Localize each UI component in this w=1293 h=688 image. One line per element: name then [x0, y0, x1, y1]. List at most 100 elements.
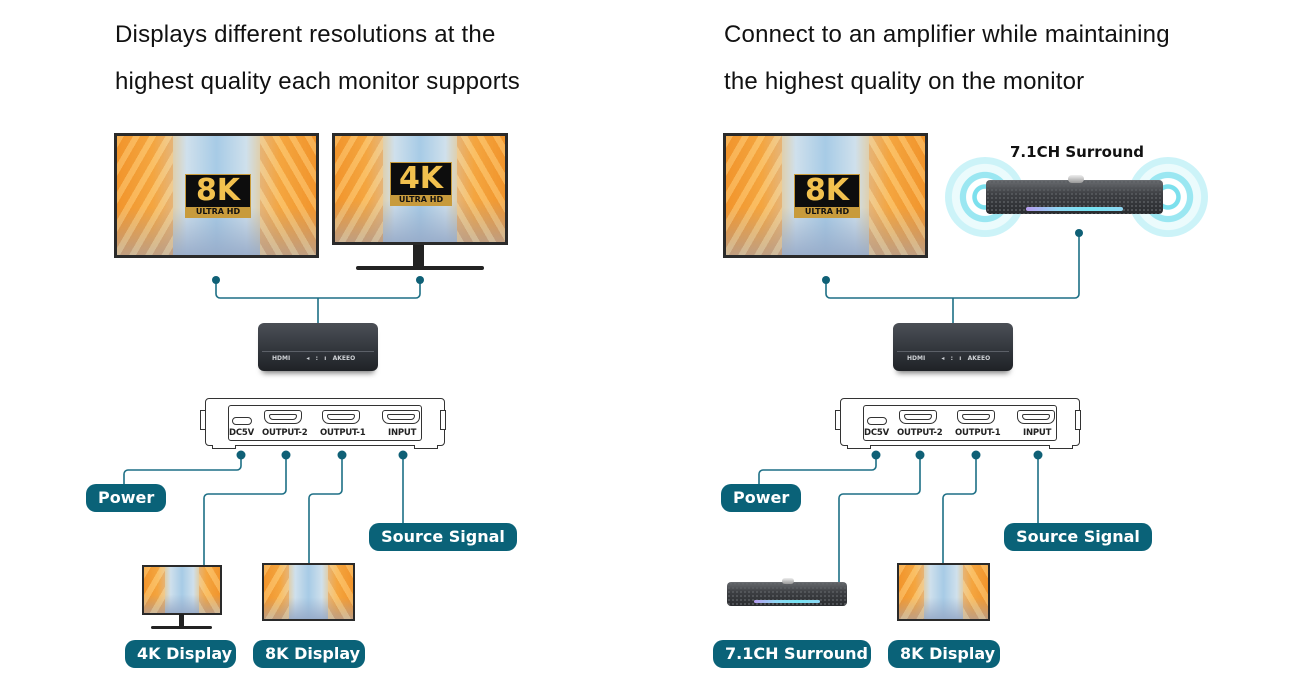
small-monitor-4k	[142, 565, 222, 615]
panel-ear-right	[440, 410, 446, 430]
connector-dot	[236, 450, 246, 460]
brand-logo: AKEEO	[967, 355, 991, 362]
panel-foot-left	[212, 445, 236, 449]
monitor-screen	[899, 565, 988, 619]
port-label-input: INPUT	[1023, 428, 1052, 438]
surround-title: 7.1CH Surround	[1010, 143, 1145, 161]
connector-dot	[915, 450, 925, 460]
hdmi-port-output-1	[957, 410, 995, 424]
port-panel-right	[840, 398, 1080, 446]
badge-power: Power	[86, 484, 166, 512]
badge-resolution: 8K	[804, 173, 850, 208]
panel-foot-right	[1049, 445, 1073, 449]
connector-dot	[822, 276, 830, 284]
right-headline-line1: Connect to an amplifier while maintainin…	[724, 21, 1170, 48]
monitor-8k: 8K ULTRA HD	[114, 133, 319, 258]
port-label-output-2: OUTPUT-2	[262, 428, 308, 438]
monitor-screen	[264, 565, 353, 619]
badge-8k-display: 8K Display	[253, 640, 365, 668]
small-soundbar	[727, 578, 847, 606]
hdmi-logo: HDMI	[272, 355, 291, 362]
connector-dot	[398, 450, 408, 460]
badge-8k-display: 8K Display	[888, 640, 1000, 668]
connector-dot	[1075, 229, 1083, 237]
wire-output-1	[308, 455, 343, 563]
wire-power	[758, 455, 877, 484]
hdmi-port-output-1	[322, 410, 360, 424]
monitor-stand-neck	[413, 245, 424, 267]
small-monitor-8k-right	[897, 563, 990, 621]
small-monitor-8k	[262, 563, 355, 621]
left-headline-line1: Displays different resolutions at the	[115, 21, 496, 48]
resolution-badge-8k: 8K ULTRA HD	[185, 174, 251, 218]
badge-resolution: 4K	[398, 161, 444, 196]
soundbar-led-strip	[1026, 207, 1123, 211]
wire-output-2	[838, 455, 921, 582]
port-label-dc5v: DC5V	[864, 428, 889, 438]
right-headline-line2: the highest quality on the monitor	[724, 68, 1085, 95]
connector-dot	[416, 276, 424, 284]
hdmi-port-output-2	[264, 410, 302, 424]
monitor-8k-right: 8K ULTRA HD	[723, 133, 928, 258]
panel-ear-left	[835, 410, 841, 430]
connector-dot	[337, 450, 347, 460]
connector-dot	[281, 450, 291, 460]
port-label-output-2: OUTPUT-2	[897, 428, 943, 438]
wire-output-1	[942, 455, 977, 563]
port-label-dc5v: DC5V	[229, 428, 254, 438]
panel-foot-right	[414, 445, 438, 449]
hdmi-splitter-device-right: HDMI ◂ : ı AKEEO	[893, 323, 1013, 371]
hdmi-port-input	[382, 410, 420, 424]
monitor-stand-base	[151, 626, 212, 629]
wire-power	[123, 455, 242, 484]
soundbar-led-strip	[754, 600, 820, 603]
wire-output-2	[203, 455, 287, 565]
connector-dot	[1033, 450, 1043, 460]
monitor-screen: 4K ULTRA HD	[335, 136, 505, 242]
port-label-output-1: OUTPUT-1	[955, 428, 1001, 438]
device-front-face: HDMI ◂ : ı AKEEO	[897, 351, 1009, 366]
badge-subtitle: ULTRA HD	[795, 207, 859, 217]
monitor-screen	[144, 567, 220, 613]
hdmi-splitter-device: HDMI ◂ : ı AKEEO	[258, 323, 378, 371]
panel-foot-left	[847, 445, 871, 449]
left-headline-line2: highest quality each monitor supports	[115, 68, 520, 95]
badge-subtitle: ULTRA HD	[391, 195, 451, 205]
monitor-4k: 4K ULTRA HD	[332, 133, 508, 245]
wire-monitor-soundbar-to-device	[825, 233, 1080, 323]
connector-dot	[212, 276, 220, 284]
badge-power: Power	[721, 484, 801, 512]
soundbar-knob	[1068, 175, 1084, 183]
hdmi-port-output-2	[899, 410, 937, 424]
soundbar-knob	[782, 578, 794, 584]
resolution-badge-4k: 4K ULTRA HD	[390, 162, 452, 206]
badge-source-signal: Source Signal	[369, 523, 517, 551]
port-panel-inner	[228, 405, 422, 441]
monitor-screen: 8K ULTRA HD	[117, 136, 316, 255]
port-panel-inner	[863, 405, 1057, 441]
usb-c-port	[232, 417, 252, 425]
wire-monitors-to-device	[215, 280, 421, 323]
usb-c-port	[867, 417, 887, 425]
panel-ear-left	[200, 410, 206, 430]
connector-dot	[971, 450, 981, 460]
badge-source-signal: Source Signal	[1004, 523, 1152, 551]
badge-7-1ch-surround: 7.1CH Surround	[713, 640, 871, 668]
hdmi-port-input	[1017, 410, 1055, 424]
monitor-stand-neck	[179, 614, 184, 627]
badge-4k-display: 4K Display	[125, 640, 236, 668]
port-label-output-1: OUTPUT-1	[320, 428, 366, 438]
soundbar	[986, 175, 1163, 214]
hdmi-logo: HDMI	[907, 355, 926, 362]
brand-logo: AKEEO	[332, 355, 356, 362]
badge-resolution: 8K	[195, 173, 241, 208]
device-front-face: HDMI ◂ : ı AKEEO	[262, 351, 374, 366]
resolution-badge-8k: 8K ULTRA HD	[794, 174, 860, 218]
port-label-input: INPUT	[388, 428, 417, 438]
monitor-stand-base	[356, 266, 484, 270]
monitor-screen: 8K ULTRA HD	[726, 136, 925, 255]
badge-subtitle: ULTRA HD	[186, 207, 250, 217]
connector-dot	[871, 450, 881, 460]
panel-ear-right	[1075, 410, 1081, 430]
